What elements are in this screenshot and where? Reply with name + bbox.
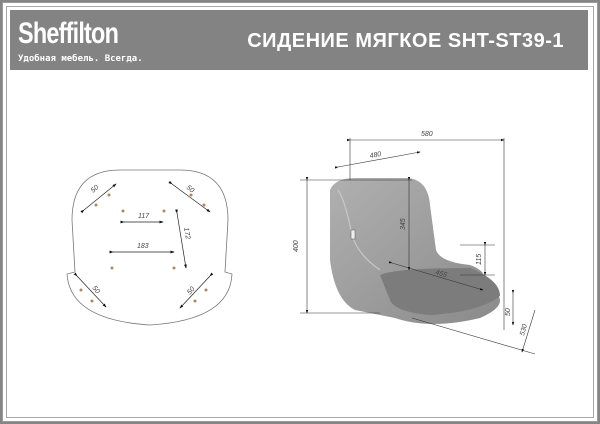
- product-title: СИДЕНИЕ МЯГКОЕ SHT-ST39-1: [247, 30, 564, 52]
- dim-bl: 50: [90, 285, 100, 296]
- dim-total-depth: 530: [519, 323, 529, 336]
- dim-lower: 183: [137, 243, 149, 250]
- dim-upper: 117: [138, 213, 150, 220]
- brand-logo: Sheffilton: [18, 17, 119, 50]
- brand-tagline: Удобная мебель. Всегда.: [18, 54, 143, 64]
- dim-total-height: 400: [293, 240, 300, 252]
- dim-br: 50: [186, 286, 196, 297]
- dim-vertical: 172: [182, 227, 191, 240]
- dim-total-width: 580: [421, 131, 433, 138]
- header-bar: Sheffilton Удобная мебель. Всегда. СИДЕН…: [10, 10, 588, 70]
- inner-border: [6, 6, 594, 418]
- dim-tr: 50: [185, 184, 196, 194]
- dim-armrest-height: 115: [476, 254, 483, 265]
- dim-back-height: 345: [400, 218, 407, 230]
- dim-tl: 50: [90, 184, 101, 194]
- seat-render: [330, 178, 500, 324]
- dim-seat-depth: 455: [434, 269, 447, 279]
- dim-back-width: 480: [369, 151, 382, 160]
- dim-seat-thickness: 50: [505, 308, 512, 316]
- top-view: [66, 169, 233, 326]
